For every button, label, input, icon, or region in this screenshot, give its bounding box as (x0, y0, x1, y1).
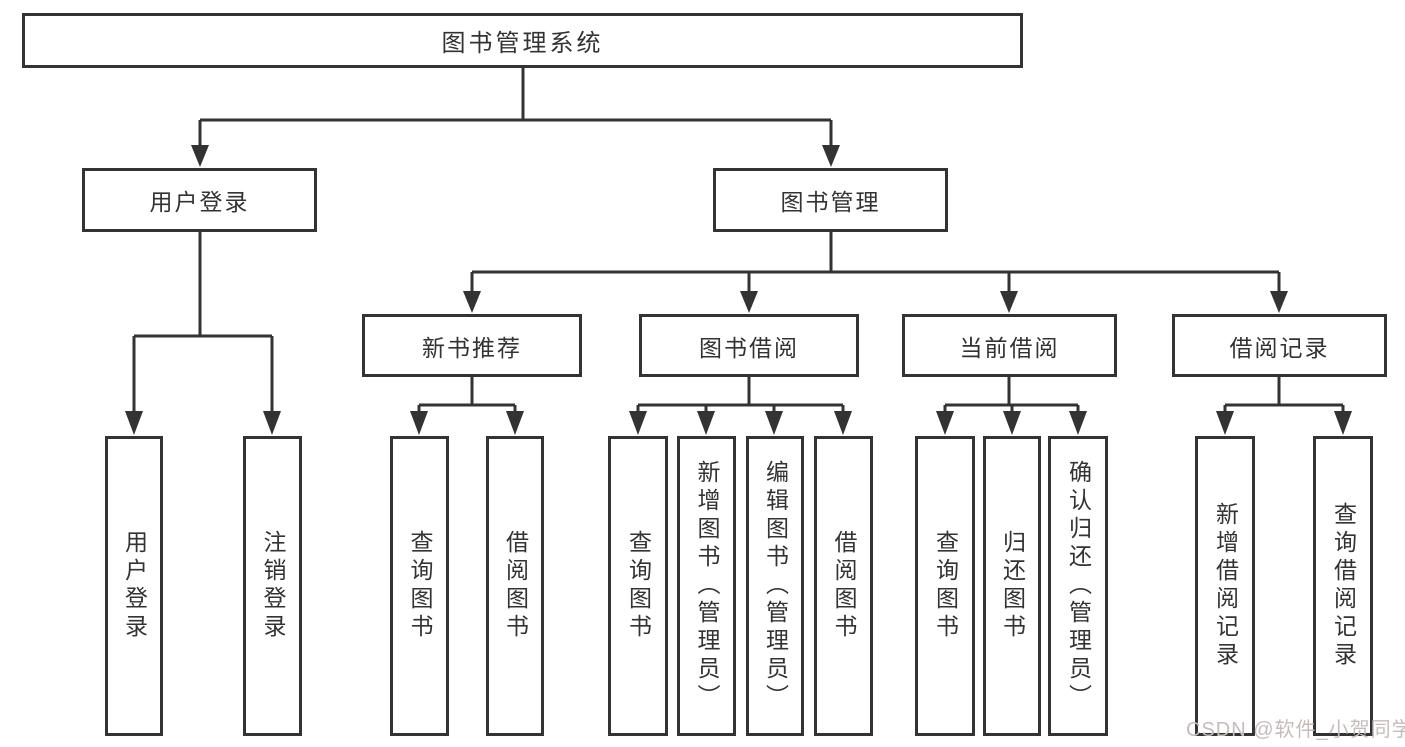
node-label: 新书推荐 (422, 334, 522, 361)
leaf-query-books-borrowing: 查询图书 (608, 436, 668, 736)
node-label: 借阅图书 (831, 530, 857, 642)
node-root-library-system: 图书管理系统 (22, 13, 1023, 68)
leaf-edit-books-admin: 编辑图书（管理员） (746, 436, 804, 736)
leaf-query-borrow-record: 查询借阅记录 (1313, 436, 1373, 736)
node-label: 查询图书 (407, 530, 433, 642)
node-label: 图书管理系统 (441, 30, 604, 57)
node-new-book-recommend: 新书推荐 (362, 314, 582, 377)
leaf-add-books-admin: 新增图书（管理员） (677, 436, 736, 736)
node-current-borrowing: 当前借阅 (902, 314, 1117, 377)
node-label: 查询图书 (932, 530, 959, 642)
node-label: 图书借阅 (699, 334, 799, 361)
node-label: 编辑图书（管理员） (762, 460, 789, 712)
node-label: 查询图书 (625, 530, 652, 642)
node-label: 借阅记录 (1229, 334, 1330, 361)
node-label: 用户登录 (149, 189, 250, 215)
leaf-borrow-books: 借阅图书 (814, 436, 873, 736)
leaf-logout: 注销登录 (243, 436, 302, 736)
leaf-query-books-current: 查询图书 (915, 436, 975, 736)
node-book-borrowing: 图书借阅 (639, 314, 859, 377)
node-label: 归还图书 (999, 530, 1026, 642)
node-label: 用户登录 (121, 530, 148, 642)
node-label: 新增借阅记录 (1212, 502, 1239, 670)
csdn-watermark: CSDN @软件_小贺同学 (1186, 719, 1405, 741)
node-label: 新增图书（管理员） (694, 460, 720, 712)
leaf-confirm-return-admin: 确认归还（管理员） (1048, 436, 1108, 736)
leaf-add-borrow-record: 新增借阅记录 (1195, 436, 1255, 736)
node-book-management: 图书管理 (713, 168, 948, 232)
node-label: 图书管理 (780, 189, 881, 215)
node-borrow-records: 借阅记录 (1172, 314, 1387, 377)
leaf-borrow-books-recommend: 借阅图书 (486, 436, 544, 736)
node-label: 当前借阅 (959, 334, 1060, 361)
leaf-return-books: 归还图书 (983, 436, 1041, 736)
node-label: 注销登录 (260, 530, 286, 642)
node-label: 确认归还（管理员） (1065, 460, 1092, 712)
leaf-user-login: 用户登录 (105, 436, 163, 736)
node-label: 查询借阅记录 (1330, 502, 1357, 670)
node-user-login: 用户登录 (82, 168, 317, 232)
node-label: 借阅图书 (502, 530, 529, 642)
leaf-query-books-recommend: 查询图书 (390, 436, 449, 736)
